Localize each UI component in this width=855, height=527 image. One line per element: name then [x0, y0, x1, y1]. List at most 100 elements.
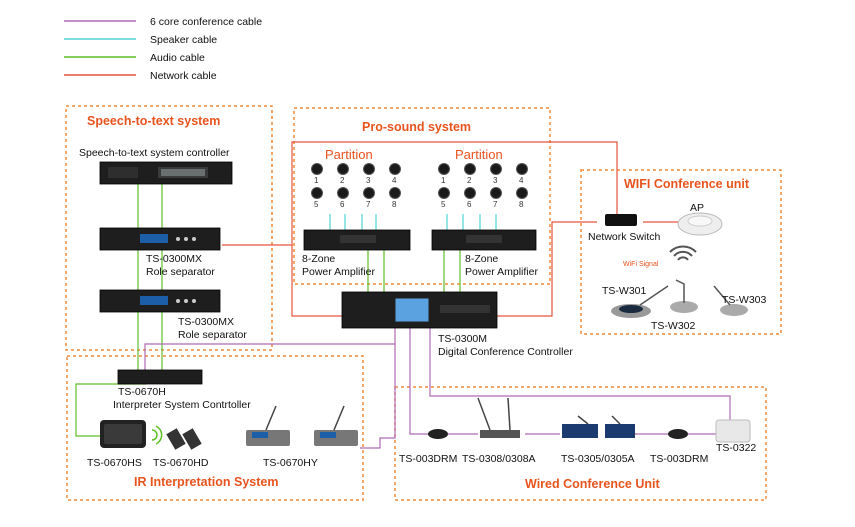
speaker-number: 7: [366, 200, 371, 209]
speaker-number: 3: [366, 176, 371, 185]
ir-receiver-hd: [166, 428, 202, 450]
speaker-icon: [337, 187, 349, 199]
net-cable-role-controller: [291, 245, 342, 317]
ap-label: AP: [690, 202, 704, 214]
role-separator-2-model: TS-0300MX: [178, 316, 234, 328]
role-separator-1-name: Role separator: [146, 266, 215, 278]
drm2-label: TS-003DRM: [650, 453, 708, 465]
speaker-cables: [329, 214, 497, 230]
zone-title-wired: Wired Conference Unit: [525, 477, 660, 491]
interpreter-unit-1: [246, 405, 290, 446]
drm1-label: TS-003DRM: [399, 453, 457, 465]
speaker-number: 8: [392, 200, 397, 209]
amp-right-line1: 8-Zone: [465, 253, 498, 265]
wired-drm-1: [428, 429, 448, 439]
t0322-label: TS-0322: [716, 442, 756, 454]
stt-controller: [99, 161, 233, 185]
speaker-number: 6: [340, 200, 345, 209]
speaker-number: 2: [467, 176, 472, 185]
speaker-icon: [490, 187, 502, 199]
speaker-icon: [438, 187, 450, 199]
stt-controller-label: Speech-to-text system controller: [79, 147, 230, 159]
interpreter-controller: [117, 369, 203, 385]
interpreter-model: TS-0670H: [118, 386, 166, 398]
speaker-number: 4: [392, 176, 397, 185]
zone-title-wifi: WIFI Conference unit: [624, 177, 750, 191]
zone-title-prosound: Pro-sound system: [362, 120, 471, 134]
role-separator-2: [99, 289, 221, 313]
wired-0322: [715, 419, 751, 443]
zone-speech-to-text: [65, 105, 273, 351]
wifi-signal-label: WiFi Signal: [623, 261, 659, 268]
w301-label: TS-W301: [602, 285, 647, 297]
interpreter-unit-2: [314, 405, 358, 446]
wifi-mic-w301: [611, 285, 669, 318]
speaker-number: 5: [314, 200, 319, 209]
amp-right-line2: Power Amplifier: [465, 266, 538, 278]
hs-label: TS-0670HS: [87, 457, 142, 469]
speaker-number: 6: [467, 200, 472, 209]
speaker-number: 8: [519, 200, 524, 209]
conference-cables: [144, 318, 731, 449]
speaker-icon: [363, 187, 375, 199]
role-separator-2-name: Role separator: [178, 329, 247, 341]
audio-cables: [75, 184, 461, 437]
speaker-group-left: 1 2 3 4 5 6 7 8: [311, 163, 401, 209]
speaker-icon: [363, 163, 375, 175]
speaker-number: 2: [340, 176, 345, 185]
speaker-number: 5: [441, 200, 446, 209]
wifi-mic-w302: [670, 279, 698, 313]
interpreter-name: Interpreter System Contrtoller: [113, 399, 251, 411]
net-cable-role-switch: [222, 141, 618, 246]
power-amplifier-left: [303, 229, 411, 251]
speaker-group-right: 1 2 3 4 5 6 7 8: [438, 163, 528, 209]
speaker-icon: [516, 187, 528, 199]
role-separator-1: [99, 227, 221, 251]
speaker-icon: [389, 163, 401, 175]
controller-name: Digital Conference Controller: [438, 346, 573, 358]
mic0308-label: TS-0308/0308A: [462, 453, 536, 465]
speaker-number: 3: [493, 176, 498, 185]
speaker-icon: [438, 163, 450, 175]
amp-left-line1: 8-Zone: [302, 253, 335, 265]
speaker-number: 1: [441, 176, 446, 185]
zone-wired: [394, 386, 767, 501]
speaker-icon: [464, 163, 476, 175]
net-cable-controller-switch: [497, 221, 597, 317]
speaker-number: 7: [493, 200, 498, 209]
ir-signal-icon: [151, 425, 163, 445]
zone-title-stt: Speech-to-text system: [87, 114, 220, 128]
zone-title-ir: IR Interpretation System: [134, 475, 278, 489]
wired-drm-2: [668, 429, 688, 439]
ir-radiator-hs: [100, 420, 146, 448]
speaker-number: 4: [519, 176, 524, 185]
zone-pro-sound: [293, 107, 551, 285]
controller-model: TS-0300M: [438, 333, 487, 345]
wifi-mic-w303: [713, 285, 748, 316]
speaker-icon: [516, 163, 528, 175]
speaker-icon: [490, 163, 502, 175]
legend-label-speaker: Speaker cable: [150, 34, 217, 46]
w302-label: TS-W302: [651, 320, 696, 332]
hd-label: TS-0670HD: [153, 457, 209, 469]
network-switch-label: Network Switch: [588, 231, 661, 243]
wifi-signal-icon: [669, 245, 697, 261]
wired-mic-0305: [562, 415, 635, 438]
speaker-icon: [389, 187, 401, 199]
network-switch: [605, 214, 637, 226]
speaker-icon: [337, 163, 349, 175]
legend: 6 core conference cable Speaker cable Au…: [64, 16, 262, 82]
digital-conference-controller: [341, 291, 498, 329]
speaker-number: 1: [314, 176, 319, 185]
speaker-icon: [464, 187, 476, 199]
hy-label: TS-0670HY: [263, 457, 318, 469]
zone-ir-interpretation: [66, 355, 364, 501]
power-amplifier-right: [431, 229, 537, 251]
legend-label-audio: Audio cable: [150, 52, 205, 64]
wired-mic-0308: [477, 397, 520, 438]
legend-label-network: Network cable: [150, 70, 217, 82]
partition-label-left: Partition: [325, 147, 373, 162]
amp-left-line2: Power Amplifier: [302, 266, 375, 278]
network-cables: [222, 141, 680, 317]
